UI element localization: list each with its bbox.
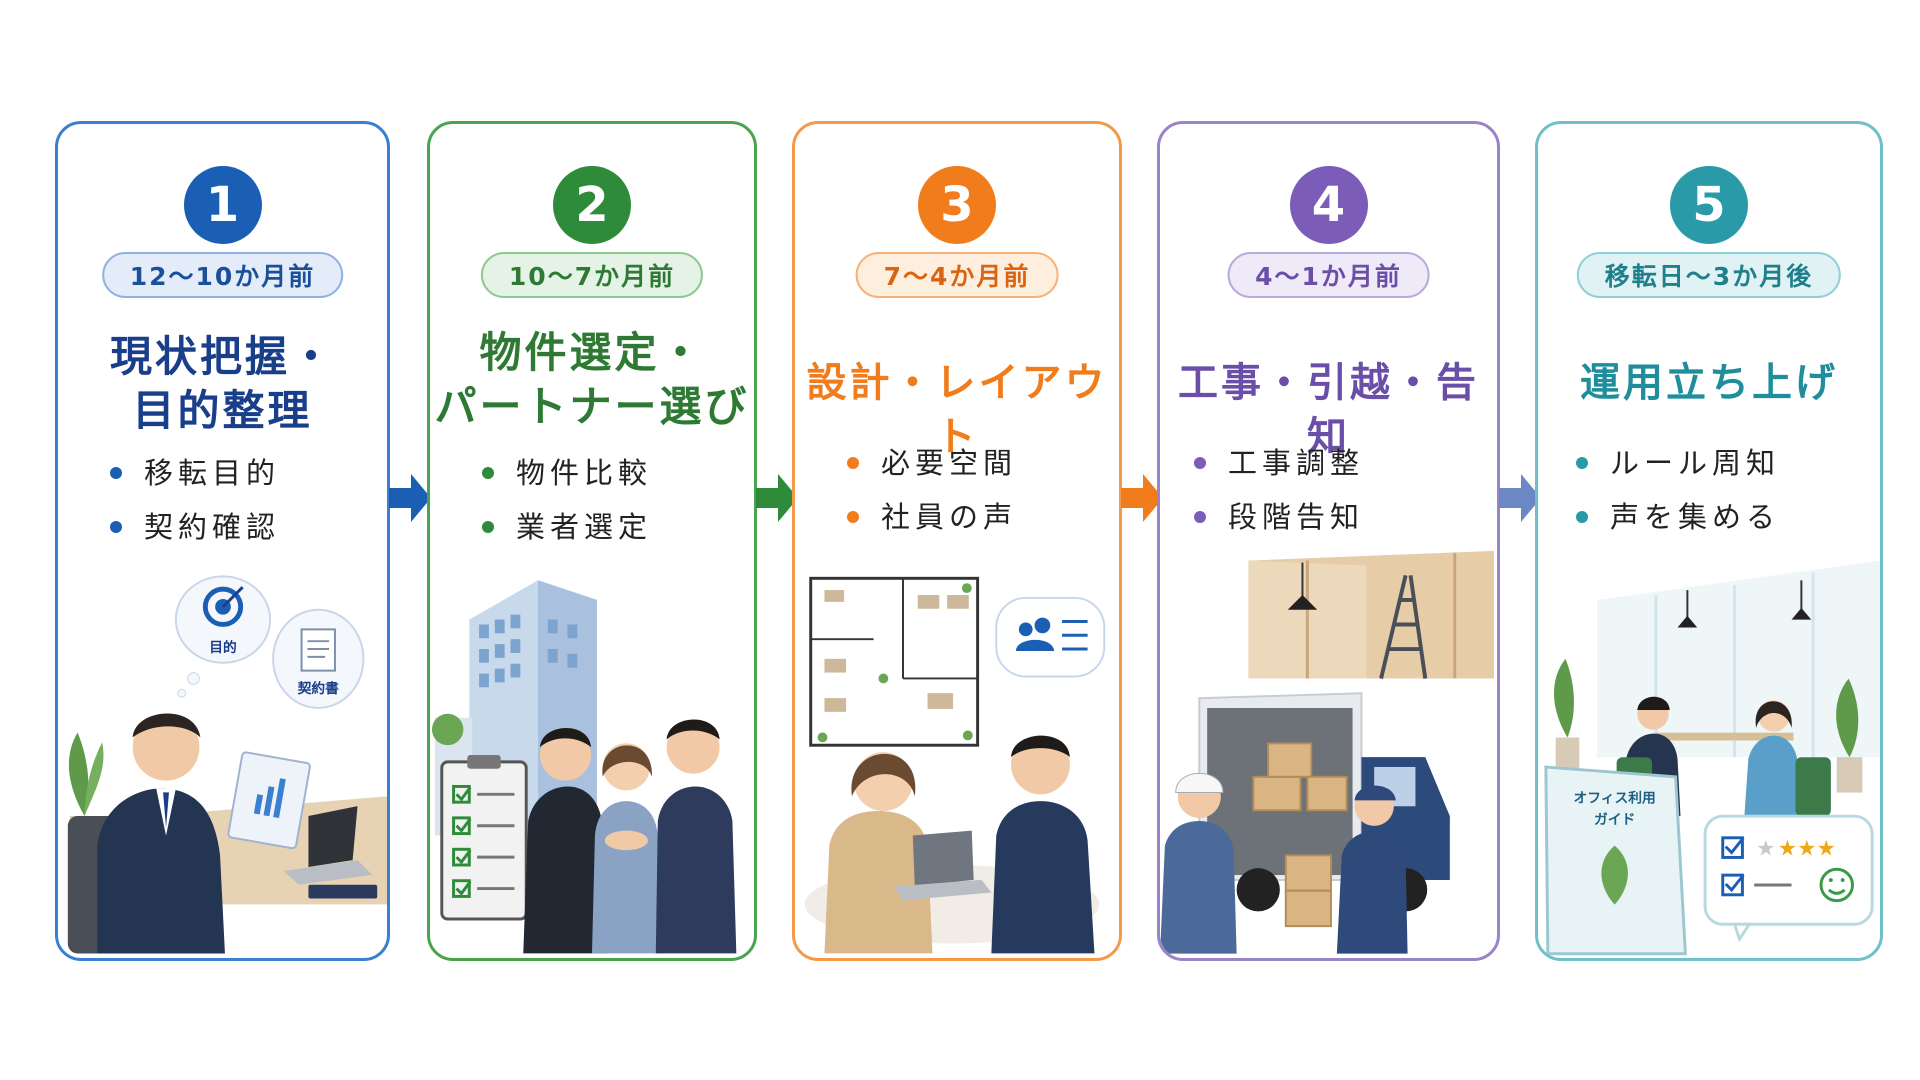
- step-number-badge: 4: [1289, 166, 1368, 244]
- meeting-people: [804, 735, 1100, 954]
- laptop-icon: [283, 806, 373, 885]
- period-badge: 7～4か月前: [855, 252, 1059, 298]
- bullet-item: 移転目的: [110, 446, 280, 500]
- step-card-5: 5 移転日～3か月後 運用立ち上げ ルール周知 声を集める: [1535, 121, 1883, 961]
- title-line: 設計・レイアウト: [806, 360, 1108, 460]
- title-line: 運用立ち上げ: [1580, 360, 1838, 406]
- bullet-dot-icon: [1194, 457, 1206, 469]
- step-card-1: 1 12～10か月前 現状把握・ 目的整理 移転目的 契約確認 目的: [55, 121, 390, 961]
- svg-text:★: ★: [1756, 836, 1775, 861]
- title-line: 工事・引越・告知: [1178, 360, 1479, 460]
- bullet-dot-icon: [847, 511, 859, 523]
- moving-truck-icon: [1198, 692, 1450, 912]
- bullet-item: 業者選定: [482, 500, 652, 554]
- arrow-right-icon: [1499, 474, 1541, 522]
- step-number-badge: 1: [183, 166, 262, 244]
- step-number-badge: 2: [553, 166, 631, 244]
- bullet-item: 段階告知: [1194, 490, 1364, 544]
- bullet-list: 必要空間 社員の声: [847, 436, 1017, 544]
- step-card-4: 4 4～1か月前 工事・引越・告知 工事調整 段階告知: [1157, 121, 1500, 961]
- guide-book-icon: オフィス利用 ガイド: [1544, 765, 1687, 956]
- bullet-list: ルール周知 声を集める: [1576, 436, 1780, 544]
- step-number-badge: 3: [918, 166, 996, 244]
- checklist-icon: [440, 755, 528, 921]
- illustration-label: 目的: [209, 639, 237, 656]
- document-icon: [300, 628, 336, 672]
- bullet-dot-icon: [1576, 457, 1588, 469]
- period-badge: 4～1か月前: [1227, 252, 1430, 298]
- target-icon: [202, 586, 244, 627]
- ladder-icon: [1379, 574, 1428, 680]
- bullet-list: 移転目的 契約確認: [110, 446, 280, 554]
- title-line: 現状把握・: [109, 332, 335, 381]
- bullet-dot-icon: [482, 467, 494, 479]
- title-line: 物件選定・: [479, 328, 705, 377]
- plant-icon: [1553, 658, 1863, 793]
- bullet-dot-icon: [110, 467, 122, 479]
- step-title: 設計・レイアウト: [795, 356, 1119, 464]
- illustration-label: ガイド: [1594, 812, 1635, 828]
- bullet-item: 工事調整: [1194, 436, 1364, 490]
- smiley-icon: [1819, 867, 1854, 903]
- arrow-right-icon: [1121, 474, 1163, 522]
- bullet-list: 物件比較 業者選定: [482, 446, 652, 554]
- bullet-dot-icon: [482, 521, 494, 533]
- bullet-item: 声を集める: [1576, 490, 1780, 544]
- step-title: 物件選定・ パートナー選び: [430, 326, 754, 434]
- illustration-label: 契約書: [297, 680, 339, 697]
- period-badge: 10～7か月前: [480, 252, 704, 298]
- illustration-label: オフィス利用: [1574, 789, 1656, 806]
- step-card-3: 3 7～4か月前 設計・レイアウト 必要空間 社員の声: [792, 121, 1122, 961]
- bullet-dot-icon: [1194, 511, 1206, 523]
- office-building-icon: [434, 580, 597, 836]
- bullet-item: 契約確認: [110, 500, 280, 554]
- bullet-item: 必要空間: [847, 436, 1017, 490]
- plant-icon: [68, 732, 104, 856]
- arrow-right-icon: [389, 474, 431, 522]
- bullet-item: 物件比較: [482, 446, 652, 500]
- title-line: パートナー選び: [434, 382, 750, 431]
- step-card-2: 2 10～7か月前 物件選定・ パートナー選び 物件比較 業者選定: [427, 121, 757, 961]
- rating-stars-icon: ★ ★★★: [1703, 814, 1874, 943]
- handshake-people: [523, 719, 737, 954]
- period-badge: 12～10か月前: [101, 252, 344, 298]
- svg-text:★★★: ★★★: [1778, 836, 1836, 861]
- bullet-dot-icon: [1576, 511, 1588, 523]
- businessman-at-desk: [67, 713, 225, 954]
- floor-plan-icon: [809, 576, 980, 747]
- step-title: 現状把握・ 目的整理: [58, 330, 387, 438]
- step-title: 工事・引越・告知: [1160, 356, 1497, 464]
- team-speech-bubble-icon: [995, 596, 1106, 678]
- step-number-badge: 5: [1670, 166, 1748, 244]
- bullet-item: 社員の声: [847, 490, 1017, 544]
- bullet-item: ルール周知: [1576, 436, 1780, 490]
- bullet-dot-icon: [110, 521, 122, 533]
- bullet-list: 工事調整 段階告知: [1194, 436, 1364, 544]
- movers: [1160, 772, 1408, 954]
- construction-room-icon: [1248, 550, 1495, 680]
- step-title: 運用立ち上げ: [1538, 356, 1880, 410]
- bullet-dot-icon: [847, 457, 859, 469]
- title-line: 目的整理: [132, 386, 313, 435]
- office-workers: [1616, 696, 1831, 817]
- period-badge: 移転日～3か月後: [1576, 252, 1842, 298]
- arrow-right-icon: [756, 474, 798, 522]
